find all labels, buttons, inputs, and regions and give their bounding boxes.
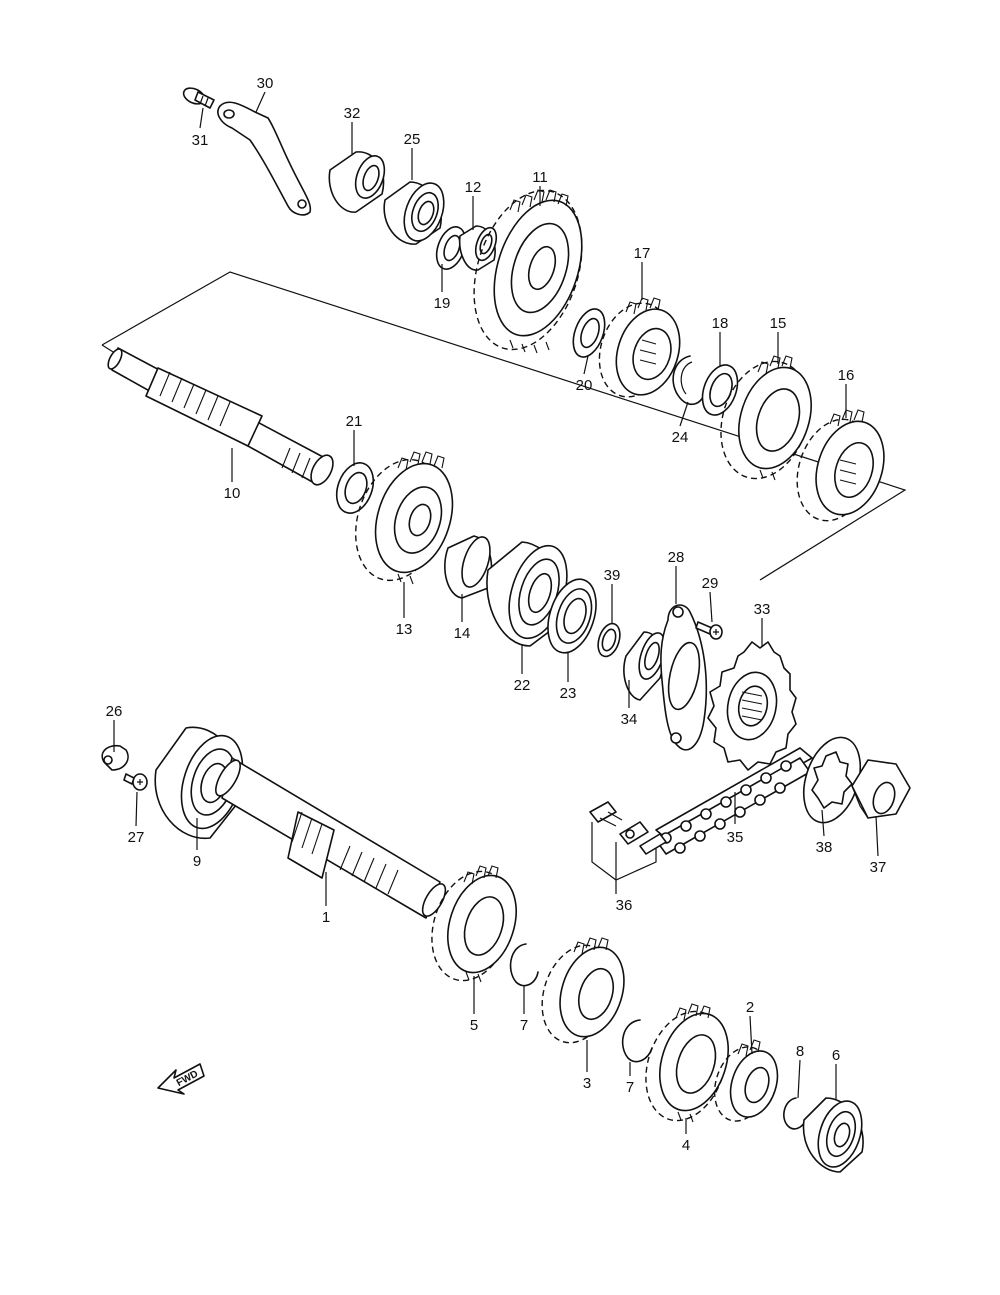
part-23-seal — [547, 578, 597, 654]
callout-25: 25 — [404, 131, 421, 148]
part-11-gear — [473, 189, 583, 354]
part-12-bushing — [458, 225, 498, 271]
part-18-washer — [701, 364, 739, 416]
part-30-shift-lever — [217, 101, 312, 216]
callout-5: 5 — [470, 1017, 478, 1034]
part-32-bushing — [328, 151, 386, 213]
part-37-nut — [851, 759, 911, 819]
callout-8: 8 — [796, 1043, 804, 1060]
callout-13: 13 — [396, 621, 413, 638]
part-15-gear — [720, 355, 812, 481]
callout-31: 31 — [192, 132, 209, 149]
callout-20: 20 — [576, 377, 593, 394]
callout-17: 17 — [634, 245, 651, 262]
callout-19: 19 — [434, 295, 451, 312]
callout-38: 38 — [816, 839, 833, 856]
part-8-circlip — [783, 1097, 807, 1130]
part-17-gear — [598, 297, 681, 398]
callout-1: 1 — [322, 909, 330, 926]
part-35-drive-chain — [655, 747, 813, 855]
part-6-bearing — [802, 1097, 864, 1173]
part-25-bearing — [383, 181, 445, 245]
callout-15: 15 — [770, 315, 787, 332]
part-16-gear — [796, 409, 885, 522]
part-3-gear — [541, 937, 625, 1044]
callout-34: 34 — [621, 711, 638, 728]
callout-6: 6 — [832, 1047, 840, 1064]
callout-12: 12 — [465, 179, 482, 196]
callout-7-upper: 7 — [520, 1017, 528, 1034]
leader-lines — [113, 91, 879, 1134]
callout-2: 2 — [746, 999, 754, 1016]
callout-37: 37 — [870, 859, 887, 876]
part-26-washer — [101, 744, 129, 771]
part-33-sprocket — [707, 641, 797, 771]
callout-18: 18 — [712, 315, 729, 332]
callout-28: 28 — [668, 549, 685, 566]
callout-23: 23 — [560, 685, 577, 702]
part-4-gear — [645, 1003, 729, 1123]
callout-10: 10 — [224, 485, 241, 502]
part-29-screw — [695, 621, 723, 640]
callout-4: 4 — [682, 1137, 690, 1154]
fwd-arrow-icon: FWD — [157, 1063, 205, 1095]
callout-24: 24 — [672, 429, 689, 446]
callout-14: 14 — [454, 625, 471, 642]
fwd-label: FWD — [175, 1069, 200, 1089]
callout-33: 33 — [754, 601, 771, 618]
part-24-circlip — [672, 355, 707, 406]
part-28-retainer-plate — [660, 604, 708, 751]
callout-30: 30 — [257, 75, 274, 92]
callout-7-lower: 7 — [626, 1079, 634, 1096]
callout-11: 11 — [532, 169, 548, 186]
part-27-screw — [123, 773, 148, 791]
countershaft-group-frame — [101, 271, 907, 581]
part-7-circlip-upper — [509, 943, 539, 987]
part-2-gear — [713, 1039, 779, 1122]
part-36-master-link — [589, 801, 667, 855]
callout-21: 21 — [346, 413, 363, 430]
callout-22: 22 — [514, 677, 531, 694]
part-39-o-ring — [597, 622, 621, 658]
callout-27: 27 — [128, 829, 145, 846]
callout-35: 35 — [727, 829, 744, 846]
part-13-gear — [354, 451, 454, 585]
part-10-countershaft — [107, 347, 334, 486]
callout-9: 9 — [193, 853, 201, 870]
callout-3: 3 — [583, 1075, 591, 1092]
part-34-spacer — [623, 631, 666, 701]
part-1-main-shaft — [215, 757, 447, 919]
part-20-washer — [572, 308, 606, 358]
part-7-circlip-lower — [621, 1019, 653, 1063]
callout-26: 26 — [106, 703, 123, 720]
part-5-gear — [431, 865, 517, 983]
callout-numbers: 30 31 32 25 12 11 19 17 18 15 16 20 24 2… — [106, 75, 887, 1154]
part-14-bushing — [444, 535, 493, 599]
callout-32: 32 — [344, 105, 361, 122]
callout-39: 39 — [604, 567, 621, 584]
callout-16: 16 — [838, 367, 855, 384]
part-31-screw — [182, 87, 215, 109]
callout-29: 29 — [702, 575, 719, 592]
part-19-washer — [435, 226, 467, 270]
part-21-washer — [335, 462, 375, 514]
callout-36: 36 — [616, 897, 633, 914]
